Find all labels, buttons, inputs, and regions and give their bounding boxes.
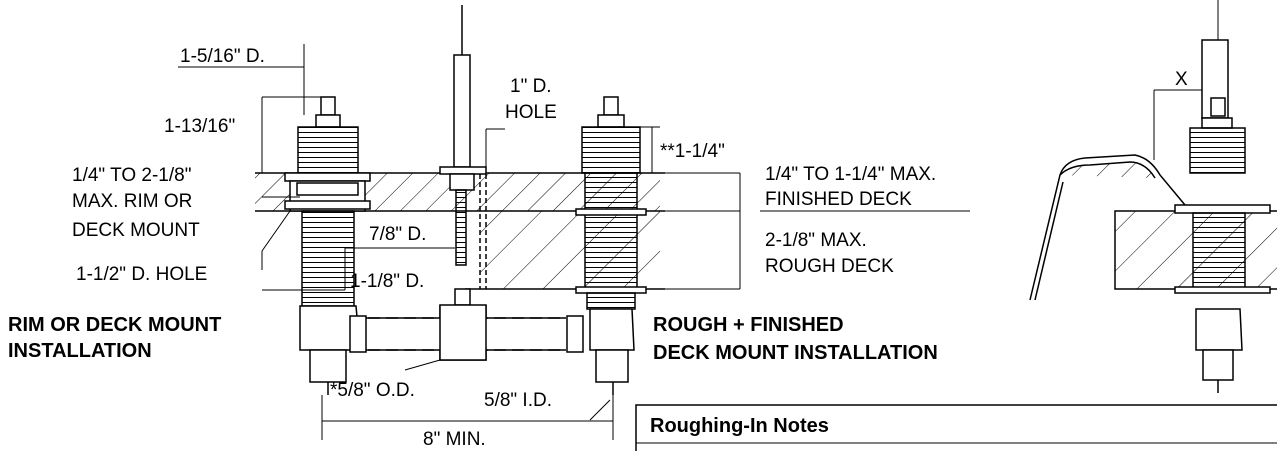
label-stem-height: 1-13/16" <box>164 116 235 137</box>
label-od-5-8: *5/8" O.D. <box>330 380 415 401</box>
label-hole-1-1-2: 1-1/2" D. HOLE <box>76 264 207 285</box>
roughing-in-notes-box <box>635 404 1277 451</box>
label-spout-hole-2: HOLE <box>505 102 557 123</box>
title-rim-mount-2: INSTALLATION <box>8 340 152 362</box>
sink-partial-view <box>1029 0 1277 393</box>
label-dia-7-8: 7/8" D. <box>369 224 426 245</box>
label-rough-deck-1: 2-1/8" MAX. <box>765 230 867 251</box>
title-rough-finished-1: ROUGH + FINISHED <box>653 314 844 336</box>
label-finished-deck-1: 1/4" TO 1-1/4" MAX. <box>765 164 936 185</box>
title-rim-mount-1: RIM OR DECK MOUNT <box>8 314 221 336</box>
label-x-dim: X <box>1175 69 1188 90</box>
label-height-1-1-4: **1-1/4" <box>660 141 725 162</box>
left-valve <box>284 96 371 395</box>
spout <box>439 5 487 306</box>
label-min-8: 8" MIN. <box>423 429 486 450</box>
label-hole-dia-top: 1-5/16" D. <box>180 46 265 67</box>
label-rim-range-1: 1/4" TO 2-1/8" <box>72 165 191 186</box>
right-valve <box>575 96 647 395</box>
label-rim-range-2: MAX. RIM OR <box>72 191 192 212</box>
supply-lines <box>349 304 584 361</box>
label-finished-deck-2: FINISHED DECK <box>765 189 912 210</box>
label-rough-deck-2: ROUGH DECK <box>765 256 894 277</box>
title-rough-finished-2: DECK MOUNT INSTALLATION <box>653 342 938 364</box>
dimension-lines <box>178 44 970 440</box>
label-id-5-8: 5/8" I.D. <box>484 390 552 411</box>
notes-heading: Roughing-In Notes <box>650 415 829 437</box>
label-rim-range-3: DECK MOUNT <box>72 220 200 241</box>
label-dia-1-1-8: 1-1/8" D. <box>350 271 424 292</box>
label-spout-hole-1: 1" D. <box>510 76 552 97</box>
